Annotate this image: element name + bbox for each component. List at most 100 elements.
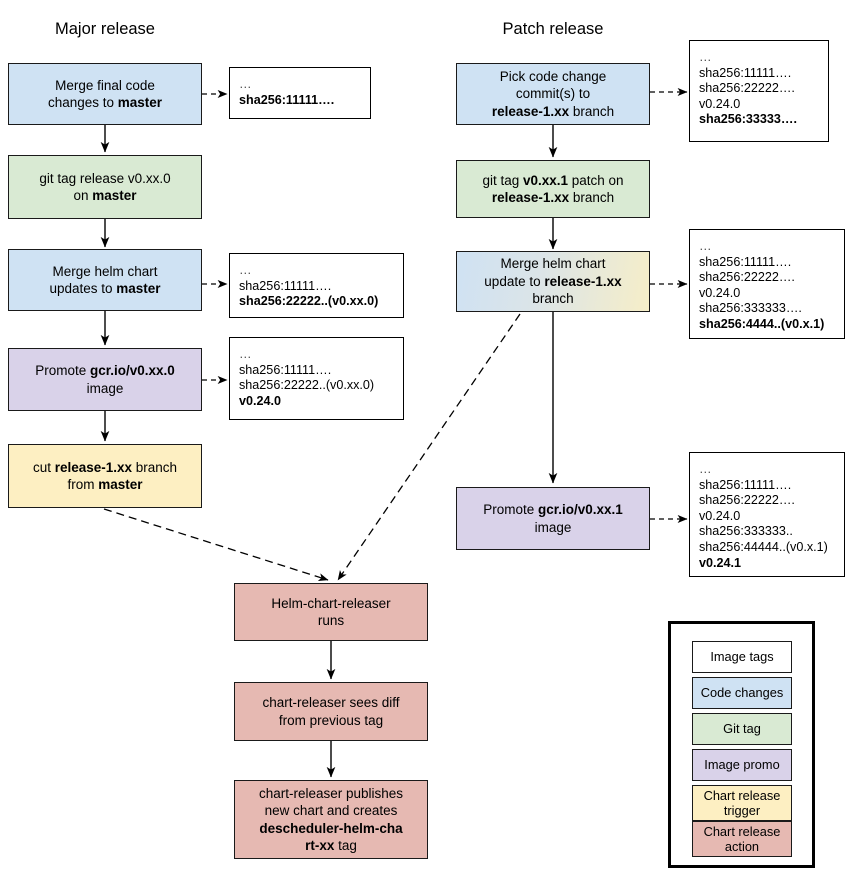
node-cut-release-branch[interactable]: cut release-1.xx branch from master: [8, 444, 202, 508]
node-line-1: chart-releaser sees diff: [262, 695, 400, 710]
node-line-1: chart-releaser publishes: [258, 785, 404, 801]
node-line-1-suffix: branch: [132, 459, 178, 475]
node-pick-code-change[interactable]: Pick code change commit(s) to release-1.…: [456, 63, 650, 125]
node-line-2-emphasis: master: [117, 95, 163, 110]
tagbox-line: sha256:22222..(v0.xx.0): [239, 294, 379, 309]
node-line-1: git tag release v0.xx.0: [39, 170, 171, 186]
node-git-tag-patch[interactable]: git tag v0.xx.1 patch on release-1.xx br…: [456, 160, 650, 218]
tagbox-line: …: [239, 347, 253, 361]
node-line-2: runs: [317, 613, 345, 628]
node-line-2: image: [534, 519, 572, 535]
node-line-4-emphasis: rt-xx: [305, 838, 335, 853]
legend-label: Image promo: [704, 757, 780, 773]
legend-item-chart-release-action: Chart release action: [692, 821, 792, 857]
legend-item-image-promo: Image promo: [692, 749, 792, 781]
node-line-3-emphasis: descheduler-helm-cha: [259, 820, 403, 836]
node-line-2-prefix: update to: [484, 273, 545, 289]
edge-dashed-cutbranch-to-releaser: [103, 508, 329, 582]
node-line-2: new chart and creates: [264, 803, 398, 818]
legend-item-code-changes: Code changes: [692, 677, 792, 709]
tagbox-line: sha256:22222….: [699, 493, 795, 508]
node-line-1-prefix: Promote: [483, 502, 538, 517]
tagbox-line: v0.24.1: [699, 555, 742, 570]
tagbox-after-pick-code-change: … sha256:11111…. sha256:22222…. v0.24.0 …: [689, 40, 829, 142]
tagbox-line: sha256:4444..(v0.x.1): [699, 316, 825, 331]
node-line-2-suffix: branch: [569, 190, 615, 205]
tagbox-line: sha256:22222….: [699, 270, 795, 285]
node-chart-releaser-publishes[interactable]: chart-releaser publishes new chart and c…: [234, 780, 428, 859]
node-git-tag-release[interactable]: git tag release v0.xx.0 on master: [8, 155, 202, 219]
tagbox-line: …: [239, 77, 253, 91]
node-line-1-emphasis: v0.xx.1: [522, 172, 569, 188]
legend-label: Git tag: [723, 721, 761, 737]
node-line-1: Merge helm chart: [52, 263, 158, 279]
node-line-2: updates to: [49, 281, 117, 296]
node-line-3-emphasis: release-1.xx: [491, 103, 570, 119]
tagbox-line: sha256:22222..(v0.xx.0): [239, 378, 375, 393]
node-line-3-suffix: branch: [569, 103, 615, 119]
tagbox-line: sha256:11111….: [699, 254, 792, 269]
tagbox-line: sha256:11111….: [699, 477, 792, 492]
tagbox-after-promote-major: … sha256:11111…. sha256:22222..(v0.xx.0)…: [229, 337, 404, 420]
tagbox-line: sha256:333333..: [699, 524, 793, 539]
node-line-1: Pick code change: [499, 68, 607, 84]
tagbox-line: v0.24.0: [699, 96, 741, 111]
node-line-2-emphasis: release-1.xx: [491, 190, 570, 205]
node-line-1-emphasis: gcr.io/v0.xx.0: [89, 363, 175, 378]
tagbox-line: sha256:33333….: [699, 112, 798, 127]
tagbox-line: …: [699, 462, 713, 476]
column-title-major: Major release: [55, 20, 155, 38]
node-line-1-prefix: git tag: [482, 172, 523, 188]
tagbox-line: sha256:11111….: [239, 278, 332, 293]
node-line-4-suffix: tag: [334, 838, 357, 853]
tagbox-line: sha256:11111….: [699, 65, 792, 80]
tagbox-line: sha256:333333….: [699, 301, 802, 316]
node-line-1: Merge final code: [55, 77, 155, 93]
node-merge-helm-chart-release[interactable]: Merge helm chart update to release-1.xx …: [456, 251, 650, 312]
tagbox-line: sha256:44444..(v0.x.1): [699, 539, 828, 554]
tagbox-after-promote-patch: … sha256:11111…. sha256:22222…. v0.24.0 …: [689, 452, 845, 577]
node-promote-image-patch[interactable]: Promote gcr.io/v0.xx.1 image: [456, 487, 650, 550]
node-promote-image-major[interactable]: Promote gcr.io/v0.xx.0 image: [8, 348, 202, 411]
node-line-2-emphasis: release-1.xx: [544, 273, 622, 289]
node-merge-helm-chart-master[interactable]: Merge helm chart updates to master: [8, 249, 202, 311]
node-line-1-suffix: patch on: [568, 172, 624, 188]
node-merge-final-code[interactable]: Merge final code changes to master: [8, 63, 202, 125]
node-line-1-emphasis: gcr.io/v0.xx.1: [537, 502, 623, 517]
node-line-1: Helm-chart-releaser: [271, 595, 391, 611]
node-chart-releaser-sees-diff[interactable]: chart-releaser sees diff from previous t…: [234, 682, 428, 741]
node-line-2-emphasis: master: [98, 477, 143, 492]
node-line-1: Merge helm chart: [500, 256, 606, 272]
node-line-1-prefix: Promote: [35, 363, 90, 378]
tagbox-line: v0.24.0: [699, 508, 741, 523]
legend-label-line-2: trigger: [723, 803, 761, 818]
tagbox-line: sha256:11111….: [239, 362, 332, 377]
node-line-2-emphasis: master: [116, 281, 161, 296]
legend-label-line-2: action: [724, 839, 760, 854]
tagbox-line: v0.24.0: [699, 285, 741, 300]
node-line-1-emphasis: release-1.xx: [54, 459, 133, 475]
tagbox-line: …: [699, 239, 713, 253]
node-line-2: commit(s) to: [515, 86, 591, 102]
tagbox-after-merge-helm-master: … sha256:11111…. sha256:22222..(v0.xx.0): [229, 253, 404, 318]
legend-item-git-tag: Git tag: [692, 713, 792, 745]
node-line-3: branch: [532, 291, 574, 307]
node-line-2: image: [86, 380, 124, 396]
node-line-2: from: [67, 477, 99, 492]
node-line-2: changes to: [47, 95, 118, 110]
tagbox-line: …: [239, 263, 253, 277]
column-title-patch: Patch release: [502, 20, 604, 38]
tagbox-after-merge-final-code: … sha256:11111….: [229, 67, 371, 119]
legend-item-chart-release-trigger: Chart release trigger: [692, 785, 792, 821]
legend-label: Code changes: [700, 685, 784, 701]
node-line-2-emphasis: master: [92, 188, 137, 203]
legend-label-line-1: Chart release: [703, 787, 781, 803]
node-line-1-prefix: cut: [32, 459, 55, 475]
node-helm-chart-releaser-runs[interactable]: Helm-chart-releaser runs: [234, 583, 428, 641]
tagbox-line: …: [699, 50, 713, 64]
legend-item-image-tags: Image tags: [692, 641, 792, 673]
node-line-2: on: [73, 188, 93, 203]
legend-label-line-1: Chart release: [703, 823, 781, 839]
tagbox-line: sha256:22222….: [699, 81, 795, 96]
